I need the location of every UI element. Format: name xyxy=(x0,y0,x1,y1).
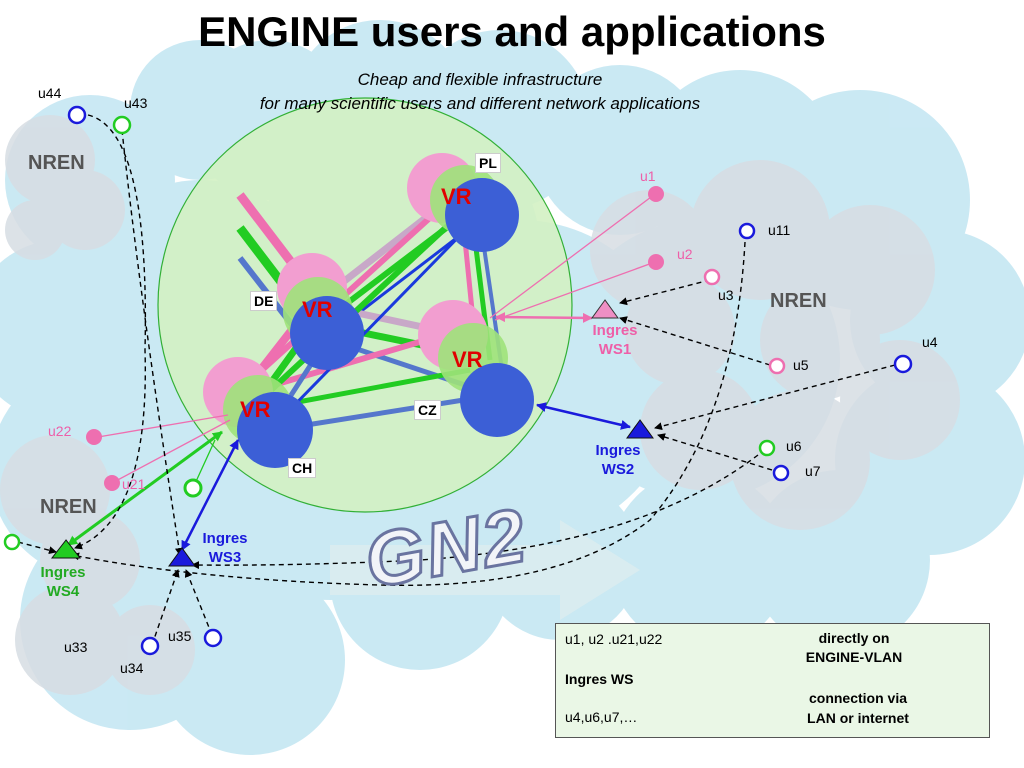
legend-desc2-line1: connection via xyxy=(808,690,908,706)
user-u21-marker xyxy=(104,475,120,491)
user-u34-marker xyxy=(140,636,160,656)
country-cz: CZ xyxy=(414,400,441,420)
page-title: ENGINE users and applications xyxy=(198,8,826,55)
user-u33-label: u33 xyxy=(64,639,88,655)
user-u2-marker xyxy=(648,254,664,270)
nren-label-right: NREN xyxy=(770,290,827,312)
router-ch-label: VR xyxy=(240,397,271,422)
user-u1-label: u1 xyxy=(640,168,656,184)
user-u43-marker xyxy=(112,115,132,135)
router-de-label: VR xyxy=(302,297,333,322)
user-markers xyxy=(3,105,913,656)
legend-row3-label: u4,u6,u7,… xyxy=(565,709,638,725)
nren-cloud-shapes xyxy=(0,115,960,695)
user-u44-label: u44 xyxy=(38,85,62,101)
legend-desc1-line2: ENGINE-VLAN xyxy=(805,649,903,665)
user-u3-label: u3 xyxy=(718,287,734,303)
gn2-arrow-shape xyxy=(330,520,640,620)
user-u11-marker xyxy=(738,222,756,240)
user-u22-marker xyxy=(86,429,102,445)
user-u4-marker xyxy=(893,354,913,374)
user-u22-label: u22 xyxy=(48,423,72,439)
dashed-links xyxy=(17,114,896,646)
country-pl: PL xyxy=(475,153,501,173)
country-de: DE xyxy=(250,291,278,311)
user-u7-marker xyxy=(772,464,790,482)
router-ch xyxy=(203,357,313,468)
ingres-ws1-triangle xyxy=(591,299,619,319)
subtitle-line-1: Cheap and flexible infrastructure xyxy=(357,70,603,89)
user-u3-marker xyxy=(703,268,721,286)
user-u5-marker xyxy=(768,357,786,375)
country-ch: CH xyxy=(288,458,317,478)
router-de xyxy=(277,253,364,370)
router-cz xyxy=(418,300,534,437)
legend-row2-label: Ingres WS xyxy=(565,671,634,687)
router-pl-label: VR xyxy=(441,184,472,209)
ingres-ws3-triangle xyxy=(168,547,196,567)
router-cz-label: VR xyxy=(452,347,483,372)
legend-box: u1, u2 .u21,u22 Ingres WS u4,u6,u7,… dir… xyxy=(555,623,990,738)
ingres-ws4-triangle xyxy=(50,539,82,559)
user-u11-label: u11 xyxy=(768,222,791,238)
user-u5-label: u5 xyxy=(793,357,809,373)
ingres-ws2-triangle xyxy=(626,419,654,439)
user-u34-label: u34 xyxy=(120,660,144,676)
legend-desc1-line1: directly on xyxy=(818,630,890,646)
user-u43-label: u43 xyxy=(124,95,148,111)
user-u35-marker xyxy=(203,628,223,648)
legend-row1-label: u1, u2 .u21,u22 xyxy=(565,631,663,647)
user-u2-label: u2 xyxy=(677,246,693,262)
nren-label-bottom-left: NREN xyxy=(40,496,97,518)
user-green-left-marker xyxy=(3,533,21,551)
user-u4-label: u4 xyxy=(922,334,938,350)
router-pl xyxy=(407,153,519,252)
user-green-marker xyxy=(183,478,203,498)
blue-link-ws3 xyxy=(180,439,240,551)
user-u6-label: u6 xyxy=(786,438,802,454)
user-u35-label: u35 xyxy=(168,628,192,644)
nren-label-top-left: NREN xyxy=(28,152,85,174)
user-u6-marker xyxy=(758,439,776,457)
user-u7-label: u7 xyxy=(805,463,821,479)
subtitle-line-2: for many scientific users and different … xyxy=(259,94,701,113)
legend-desc2-line2: LAN or internet xyxy=(807,710,909,726)
user-u1-marker xyxy=(648,186,664,202)
blue-link-ws2 xyxy=(536,402,631,430)
user-u44-marker xyxy=(67,105,87,125)
user-u21-label: u21 xyxy=(122,476,146,492)
